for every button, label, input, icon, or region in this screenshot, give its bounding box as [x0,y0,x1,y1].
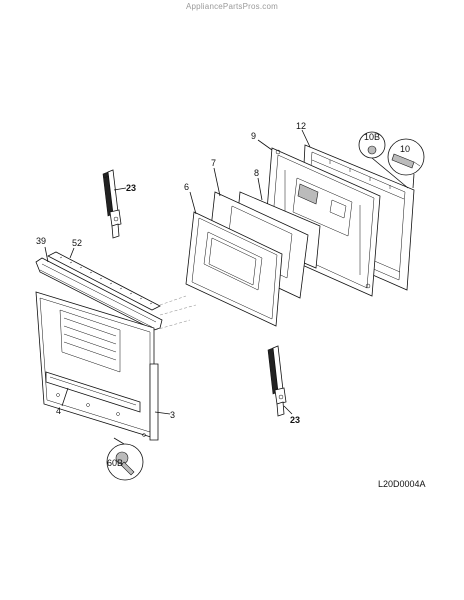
callout-52: 52 [72,238,82,248]
callout-23-bottom: 23 [290,415,300,425]
screws [56,393,146,437]
callout-3: 3 [170,410,175,420]
callout-10: 10 [400,144,410,154]
drawing-code: L20D0004A [378,479,426,489]
callout-9: 9 [251,131,256,141]
part-6-inner-glass[interactable] [185,211,283,327]
assembly-guides [154,295,197,331]
part-10-screw[interactable] [387,138,425,176]
callout-60B: 60B [107,458,123,468]
callout-23-top: 23 [126,183,136,193]
callout-39: 39 [36,236,46,246]
callout-7: 7 [211,158,216,168]
part-23-hinge-bottom[interactable] [267,345,287,417]
watermark-text: AppliancePartsPros.com [186,2,278,11]
callout-6: 6 [184,182,189,192]
part-4-lower-vent[interactable] [45,371,141,413]
part-52-trim[interactable] [47,251,161,311]
callout-12: 12 [296,121,306,131]
part-60B-screw[interactable] [106,443,144,481]
callout-10B: 10B [364,132,380,142]
callout-8: 8 [254,168,259,178]
leader-lines [44,129,415,445]
callout-4: 4 [56,406,61,416]
part-39-door-handle[interactable] [35,257,163,331]
part-23-hinge-top[interactable] [102,169,122,239]
